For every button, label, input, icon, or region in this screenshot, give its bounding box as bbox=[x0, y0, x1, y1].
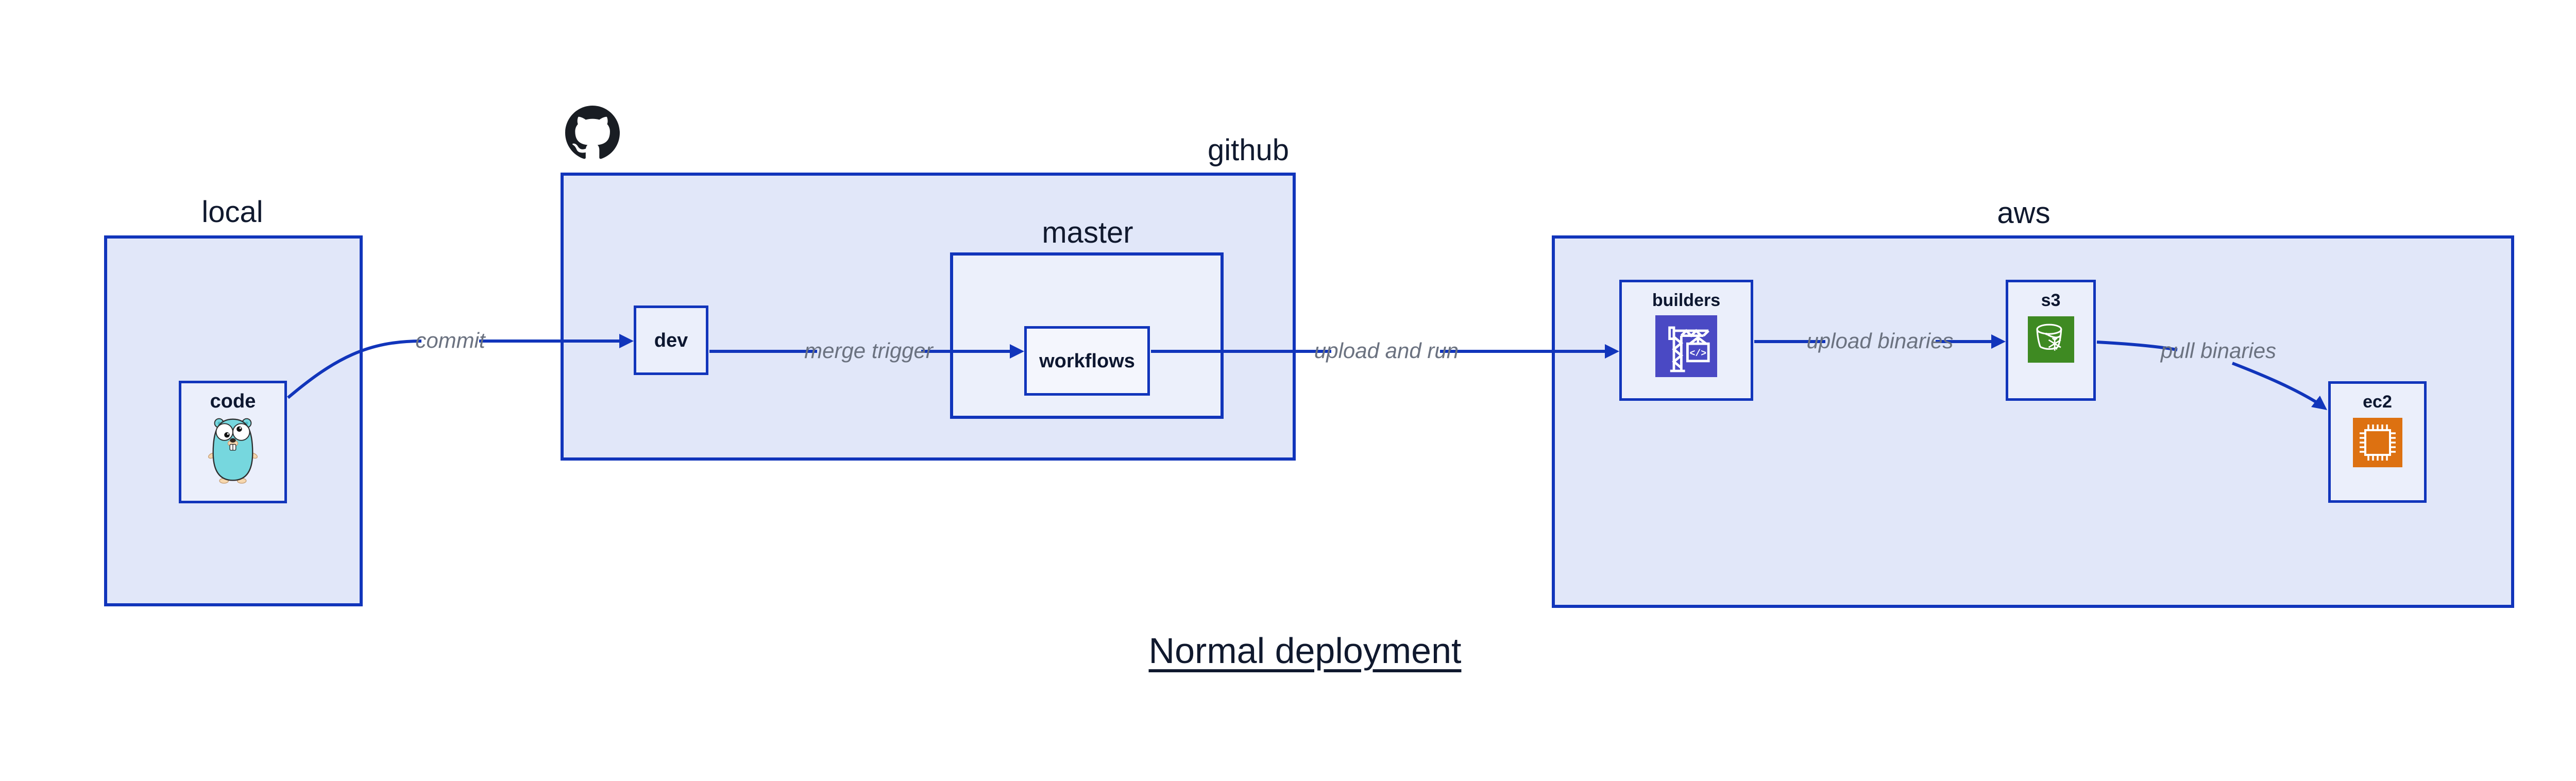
node-dev: dev bbox=[634, 305, 708, 375]
node-code: code bbox=[179, 381, 287, 503]
local-label: local bbox=[201, 195, 263, 229]
code-label: code bbox=[210, 390, 256, 412]
github-label: github bbox=[1207, 133, 1290, 167]
node-workflows: workflows bbox=[1024, 326, 1150, 396]
node-ec2: ec2 bbox=[2328, 381, 2427, 503]
master-label: master bbox=[1042, 216, 1133, 249]
edge-label-commit: commit bbox=[415, 328, 485, 352]
workflows-label: workflows bbox=[1039, 350, 1135, 372]
edge-label-upload-and-run: upload and run bbox=[1314, 338, 1459, 363]
s3-label: s3 bbox=[2041, 291, 2061, 310]
dev-label: dev bbox=[654, 329, 688, 351]
edge-label-pull-binaries: pull binaries bbox=[2160, 338, 2277, 363]
node-builders: builders </> bbox=[1619, 280, 1753, 401]
aws-codebuild-icon: </> bbox=[1655, 315, 1717, 380]
edge-label-upload-binaries: upload binaries bbox=[1806, 329, 1954, 353]
aws-s3-glacier-icon bbox=[2027, 316, 2074, 365]
diagram-title: Normal deployment bbox=[1148, 631, 1462, 671]
edge-label-merge-trigger: merge trigger bbox=[804, 338, 933, 363]
github-logo-icon bbox=[565, 106, 620, 160]
go-gopher-icon bbox=[208, 415, 258, 487]
ec2-label: ec2 bbox=[2363, 392, 2392, 412]
codebuild-code-glyph: </> bbox=[1690, 349, 1706, 359]
builders-label: builders bbox=[1652, 291, 1721, 310]
node-s3: s3 bbox=[2006, 280, 2096, 401]
aws-label: aws bbox=[1997, 196, 2050, 230]
aws-ec2-icon bbox=[2352, 418, 2402, 470]
